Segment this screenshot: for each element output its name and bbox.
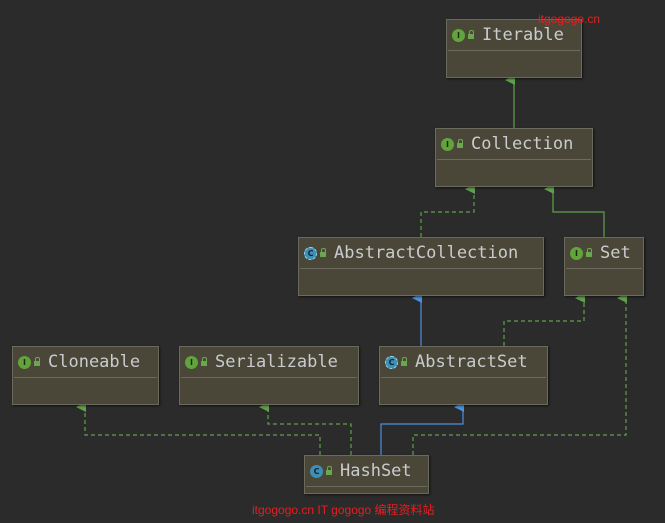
divider <box>566 268 642 269</box>
class-name: Serializable <box>215 352 338 372</box>
divider <box>14 377 157 378</box>
class-node-cloneable[interactable]: I Cloneable <box>12 346 159 405</box>
class-node-collection[interactable]: I Collection <box>435 128 593 187</box>
watermark-top: itgogogo.cn <box>538 12 601 26</box>
class-icon: C <box>310 464 323 478</box>
divider <box>437 159 591 160</box>
lock-icon <box>34 356 40 366</box>
class-name: Iterable <box>482 25 564 45</box>
class-node-hash-set[interactable]: C HashSet <box>304 455 429 494</box>
interface-icon: I <box>570 246 583 260</box>
edge-hashset-to-abstractset <box>380 402 464 455</box>
lock-icon <box>468 29 474 39</box>
class-node-abstract-set[interactable]: C AbstractSet <box>379 346 548 405</box>
class-name: Set <box>600 243 631 263</box>
class-name: Cloneable <box>48 352 141 372</box>
edge-hashset-to-serializable <box>259 402 352 455</box>
abstract-class-icon: C <box>304 246 317 260</box>
edge-set-to-collection <box>544 184 605 237</box>
lock-icon <box>326 465 332 475</box>
class-name: AbstractCollection <box>334 243 519 263</box>
divider <box>300 268 542 269</box>
edge-abstractset-to-set <box>503 293 585 346</box>
abstract-class-icon: C <box>385 355 398 369</box>
divider <box>381 377 546 378</box>
class-name: Collection <box>471 134 574 154</box>
class-node-set[interactable]: I Set <box>564 237 644 296</box>
class-node-serializable[interactable]: I Serializable <box>179 346 359 405</box>
lock-icon <box>201 356 207 366</box>
divider <box>448 50 580 51</box>
edge-hashset-to-cloneable <box>76 402 321 455</box>
interface-icon: I <box>185 355 198 369</box>
divider <box>181 377 357 378</box>
interface-icon: I <box>18 355 31 369</box>
edge-hashset-to-set <box>412 293 627 455</box>
divider <box>306 486 427 487</box>
lock-icon <box>457 138 463 148</box>
interface-icon: I <box>452 28 465 42</box>
class-node-iterable[interactable]: I Iterable <box>446 19 582 78</box>
class-name: HashSet <box>340 461 412 481</box>
lock-icon <box>586 247 592 257</box>
interface-icon: I <box>441 137 454 151</box>
class-node-abstract-collection[interactable]: C AbstractCollection <box>298 237 544 296</box>
class-name: AbstractSet <box>415 352 528 372</box>
lock-icon <box>401 356 407 366</box>
watermark-bottom: itgogogo.cn IT gogogo 编程资料站 <box>252 503 435 517</box>
edge-abstractcollection-to-collection <box>420 184 475 237</box>
lock-icon <box>320 247 326 257</box>
